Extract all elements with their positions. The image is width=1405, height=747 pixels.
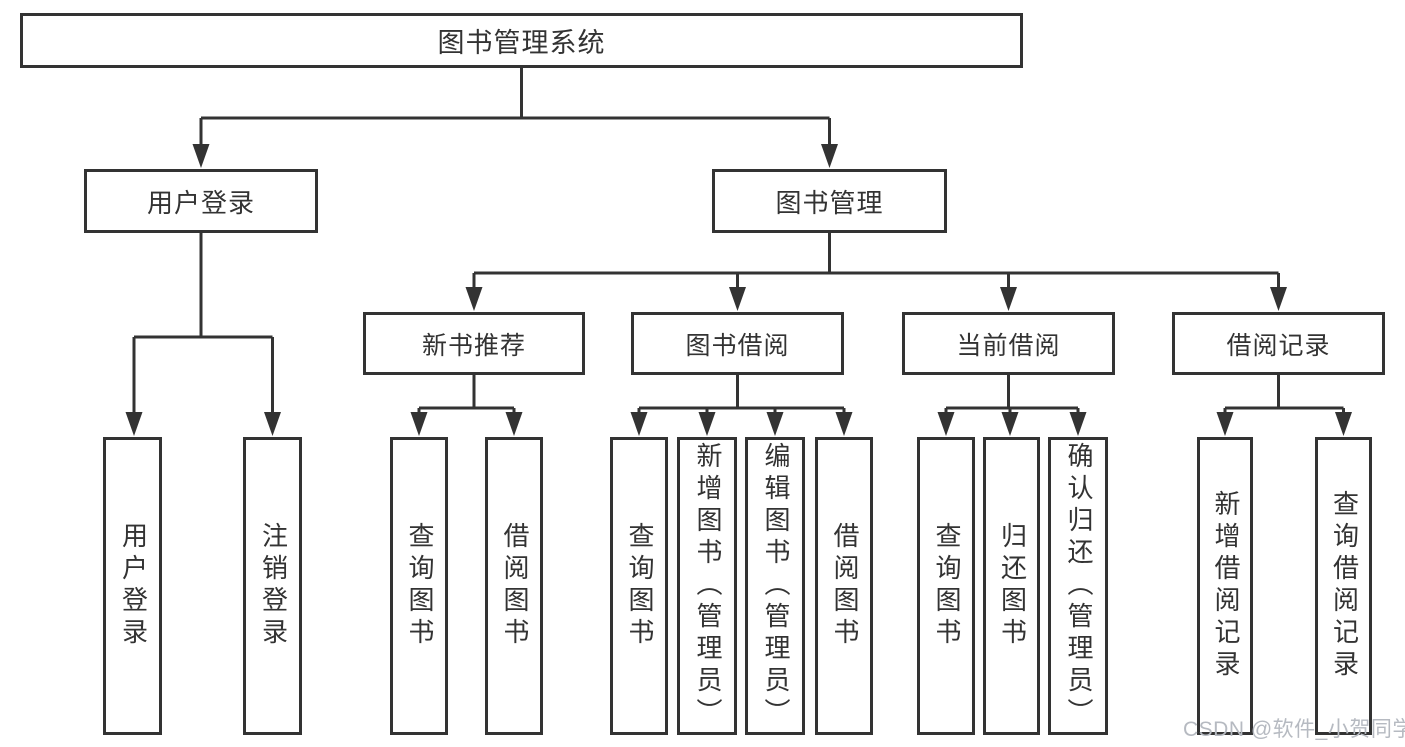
leaf-query-borrow-record: 查询借阅记录 [1315, 437, 1372, 735]
leaf-query-books-borrow: 查询图书 [610, 437, 668, 735]
watermark-text: CSDN @软件_小贺同学 [1183, 718, 1405, 741]
leaf-return-book: 归还图书 [983, 437, 1040, 735]
leaf-query-books-current: 查询图书 [917, 437, 975, 735]
node-borrow-records: 借阅记录 [1172, 312, 1385, 375]
leaf-add-borrow-record: 新增借阅记录 [1197, 437, 1253, 735]
leaf-borrow-books-borrow: 借阅图书 [815, 437, 873, 735]
arrowhead-icons [125, 144, 1352, 436]
node-root: 图书管理系统 [20, 13, 1023, 68]
node-book-management: 图书管理 [712, 169, 947, 233]
leaf-edit-book-admin: 编辑图书（管理员） [745, 437, 805, 735]
node-user-login: 用户登录 [84, 169, 318, 233]
leaf-query-books-recommend: 查询图书 [390, 437, 448, 735]
node-current-borrow: 当前借阅 [902, 312, 1115, 375]
leaf-borrow-books-recommend: 借阅图书 [485, 437, 543, 735]
leaf-user-login: 用户登录 [103, 437, 162, 735]
node-book-borrow: 图书借阅 [631, 312, 844, 375]
leaf-confirm-return-admin: 确认归还（管理员） [1048, 437, 1108, 735]
leaf-add-book-admin: 新增图书（管理员） [677, 437, 737, 735]
leaf-logout: 注销登录 [243, 437, 302, 735]
node-new-book-recommend: 新书推荐 [363, 312, 585, 375]
